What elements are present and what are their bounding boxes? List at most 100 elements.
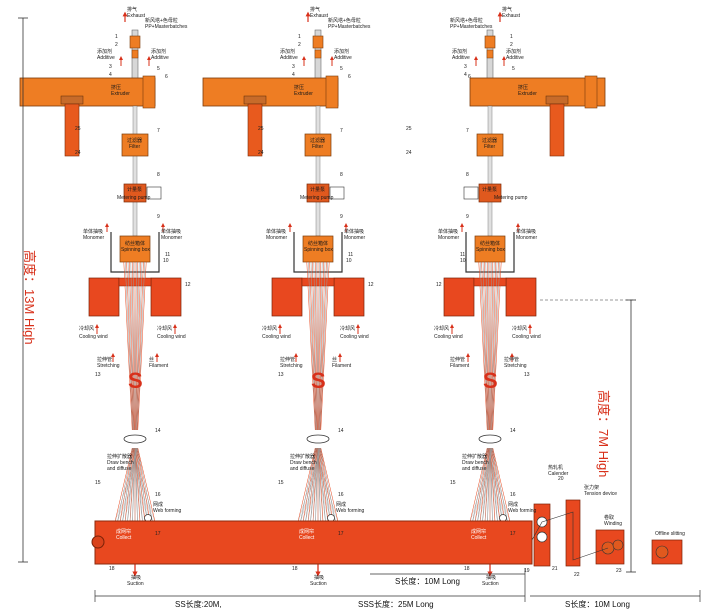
exhaust-label-en: Exhaust <box>310 13 329 19</box>
monomer-label-cn: 单体抽吸 <box>161 229 182 235</box>
callout-number: 19 <box>524 568 530 574</box>
callout-number: 2 <box>298 42 301 48</box>
pp-label-cn: 新风塔+色母粒 <box>145 18 178 24</box>
diffuse-line <box>476 447 489 526</box>
metering-pump <box>123 183 147 203</box>
winding-roll <box>612 539 624 551</box>
callout-number: 12 <box>185 282 191 288</box>
diffuse-line <box>135 447 141 526</box>
monomer-label-en: Monomer <box>344 235 366 241</box>
callout-number: 25 <box>258 126 264 132</box>
filament-label-en: Filament <box>332 363 352 369</box>
callout-number: 15 <box>95 480 101 486</box>
callout-number: 3 <box>464 64 467 70</box>
diffuse-line <box>137 447 157 526</box>
callout-number: 17 <box>510 531 516 537</box>
callout-number: 11 <box>348 252 354 258</box>
callout-number: 8 <box>466 172 469 178</box>
pump-motor <box>329 186 345 200</box>
web-label-en: Web forming <box>336 508 365 514</box>
additive-label-en: Additive <box>280 55 298 61</box>
suction-label-cn: 抽吸 <box>131 575 142 581</box>
spin-unit-2 <box>202 11 365 577</box>
filament-line <box>486 261 490 431</box>
stretch-s-letter: S <box>483 368 498 393</box>
cool-label-cn: 冷却风 <box>434 326 450 332</box>
diffuse-line <box>135 447 144 526</box>
callout-number: 8 <box>157 172 160 178</box>
diffuse-line <box>307 447 317 526</box>
diffuse-line <box>135 447 138 526</box>
stretch-label-en: Stretching <box>504 363 527 369</box>
callout-number: 10 <box>346 258 352 264</box>
filament-line <box>320 261 329 431</box>
filter <box>476 133 504 157</box>
callout-number: 18 <box>292 566 298 572</box>
callout-number: 7 <box>157 128 160 134</box>
filament-line <box>306 261 316 431</box>
filament-line <box>135 261 140 431</box>
slitting-roll <box>655 545 669 559</box>
monomer-label-cn: 单体抽吸 <box>516 229 537 235</box>
callout-number: 17 <box>155 531 161 537</box>
callout-number: 1 <box>298 34 301 40</box>
diffuse-line <box>320 447 340 526</box>
filament-label-en: Filament <box>149 363 169 369</box>
callout-number: 1 <box>115 34 118 40</box>
callout-number: 4 <box>464 72 467 78</box>
cool-label-cn: 冷却风 <box>79 326 95 332</box>
suction-label-cn: 抽吸 <box>486 575 497 581</box>
callout-number: 23 <box>616 568 622 574</box>
exhaust-label-cn: 排气 <box>127 7 138 13</box>
web-roller <box>327 514 335 522</box>
callout-number: 12 <box>368 282 374 288</box>
callout-number: 20 <box>558 476 564 482</box>
draw-label-en1: Draw bench <box>107 460 134 466</box>
filament-line <box>319 261 327 431</box>
hopper <box>129 35 141 49</box>
additive-label-cn: 添加剂 <box>452 49 468 55</box>
slitting-label-en: Offline slitting <box>655 531 685 537</box>
callout-number: 13 <box>524 372 530 378</box>
draw-label-en2: and diffuse <box>462 466 487 472</box>
filament-line <box>491 261 496 431</box>
additive-label-cn: 添加剂 <box>97 49 113 55</box>
cool-label-en: Cooling wind <box>262 334 291 340</box>
dim-label-s2: S长度：10M Long <box>565 600 630 609</box>
monomer-label-cn: 单体抽吸 <box>83 229 104 235</box>
filament-line <box>485 261 490 431</box>
diffuse-line <box>116 447 133 526</box>
filter-label-cn: 过滤器 <box>310 138 326 144</box>
monomer-label-en: Monomer <box>83 235 105 241</box>
filament-label-cn: 丝 <box>149 357 155 363</box>
callout-number: 16 <box>338 492 344 498</box>
filament-line <box>310 261 317 431</box>
callout-number: 22 <box>574 572 580 578</box>
draw-label-cn: 拉伸扩散器 <box>290 454 316 460</box>
hopper-neck <box>131 49 139 59</box>
collect-label-cn: 成网帘 <box>116 529 132 535</box>
monomer-label-en: Monomer <box>161 235 183 241</box>
pump-label-cn: 计量泵 <box>310 187 326 193</box>
filament-line <box>491 261 498 431</box>
hopper-neck <box>314 49 322 59</box>
web-label-cn: 网成 <box>153 502 164 508</box>
stretch-label-cn: 拉伸管 <box>280 357 296 363</box>
callout-number: 5 <box>157 66 160 72</box>
diffuse-line <box>136 447 146 526</box>
callout-number: 14 <box>510 428 516 434</box>
web-label-en: Web forming <box>153 508 182 514</box>
filament-line <box>318 261 322 431</box>
metering-pump <box>306 183 330 203</box>
filament-line <box>482 261 489 431</box>
collect-label-en: Collect <box>116 535 132 541</box>
monomer-label-cn: 单体抽吸 <box>438 229 459 235</box>
additive-label-en: Additive <box>506 55 524 61</box>
calender-roller <box>536 531 548 543</box>
diffuse-line <box>492 447 509 526</box>
callout-number: 1 <box>510 34 513 40</box>
spin-unit-3 <box>443 11 606 577</box>
extruder-body <box>202 77 339 107</box>
winding-label-en: Winding <box>604 521 623 527</box>
extruder-label-en: Extruder <box>294 91 313 97</box>
